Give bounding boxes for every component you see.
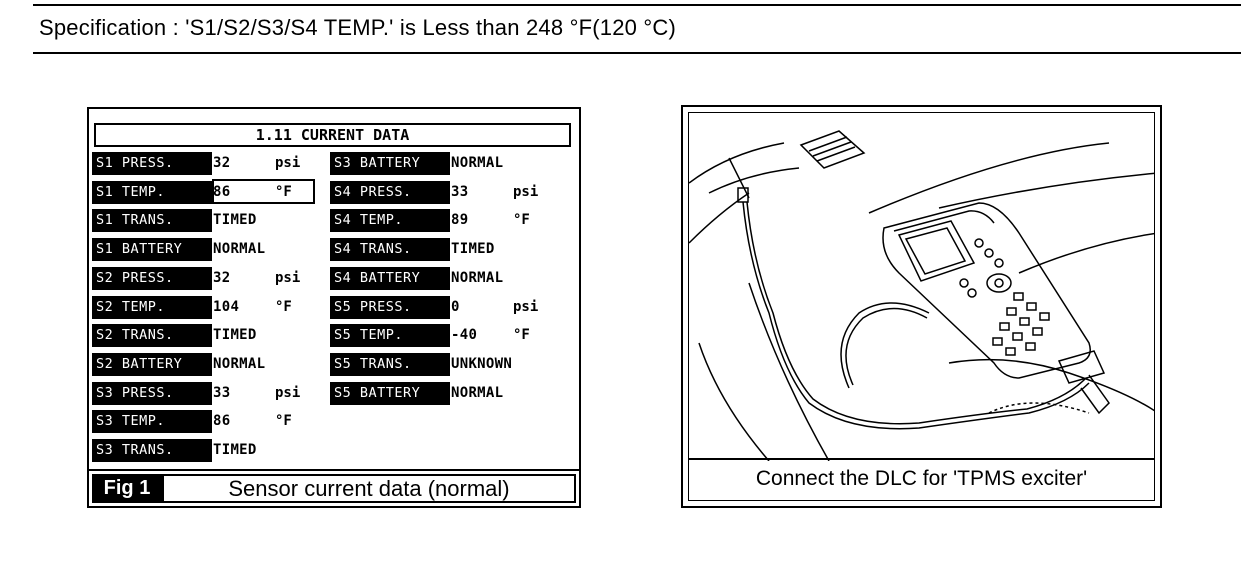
sensor-data-unit: °F xyxy=(513,212,530,229)
sensor-data-value: NORMAL xyxy=(451,155,504,171)
sensor-data-value: 33 xyxy=(213,384,231,401)
sensor-data-label: S2 TRANS. xyxy=(92,324,212,348)
sensor-data-label: S1 BATTERY xyxy=(92,238,212,262)
sensor-data-label: S1 TEMP. xyxy=(92,180,212,204)
sensor-data-label: S5 BATTERY xyxy=(330,381,450,405)
sensor-data-value: UNKNOWN xyxy=(451,355,513,372)
sensor-data-label: S1 PRESS. xyxy=(92,152,212,175)
sensor-data-unit: psi xyxy=(513,298,539,315)
sensor-data-label: S4 BATTERY xyxy=(330,266,450,290)
sensor-data-value: TIMED xyxy=(213,442,257,458)
sensor-data-value: 32 xyxy=(213,155,231,171)
sensor-data-unit: °F xyxy=(275,413,292,430)
sensor-data-label: S3 TRANS. xyxy=(92,439,212,462)
figure-tag: Fig 1 xyxy=(92,474,162,503)
sensor-data-label: S5 PRESS. xyxy=(330,295,450,319)
sensor-data-label: S2 BATTERY xyxy=(92,352,212,376)
sensor-data-unit: psi xyxy=(275,269,301,286)
sensor-data-label: S5 TEMP. xyxy=(330,324,450,348)
sensor-data-unit: psi xyxy=(275,384,301,401)
sensor-data-label: S3 TEMP. xyxy=(92,410,212,434)
sensor-data-value: TIMED xyxy=(213,212,257,229)
sensor-data-unit: °F xyxy=(275,298,292,315)
sensor-data-unit: psi xyxy=(513,183,539,200)
sensor-data-label: S4 TEMP. xyxy=(330,209,450,233)
sensor-data-label: S3 PRESS. xyxy=(92,381,212,405)
sensor-data-unit: psi xyxy=(275,155,301,171)
sensor-data-value: -40 xyxy=(451,327,478,344)
screen-title: 1.11 CURRENT DATA xyxy=(94,123,571,147)
sensor-data-value: TIMED xyxy=(451,241,495,258)
sensor-data-unit: °F xyxy=(275,183,292,200)
figure-1-caption-text: Sensor current data (normal) xyxy=(162,474,576,503)
sensor-data-value: 86 xyxy=(213,183,231,200)
figure-2-dlc-connection: Connect the DLC for 'TPMS exciter' xyxy=(681,105,1162,508)
sensor-data-value: TIMED xyxy=(213,327,257,344)
sensor-data-value: 33 xyxy=(451,183,469,200)
sensor-data-label: S5 TRANS. xyxy=(330,352,450,376)
figure-2-caption: Connect the DLC for 'TPMS exciter' xyxy=(689,458,1154,500)
sensor-data-value: 86 xyxy=(213,413,231,430)
sensor-data-value: 32 xyxy=(213,269,231,286)
sensor-data-label: S1 TRANS. xyxy=(92,209,212,233)
sensor-data-value: 0 xyxy=(451,298,460,315)
s1-temp-highlight-box xyxy=(212,179,315,204)
sensor-data-value: 104 xyxy=(213,298,240,315)
scan-tool-dlc-illustration xyxy=(689,130,1154,461)
sensor-data-value: NORMAL xyxy=(213,241,266,258)
sensor-data-value: NORMAL xyxy=(451,384,504,401)
sensor-data-label: S4 TRANS. xyxy=(330,238,450,262)
specification-bar: Specification : 'S1/S2/S3/S4 TEMP.' is L… xyxy=(33,4,1241,54)
specification-text: Specification : 'S1/S2/S3/S4 TEMP.' is L… xyxy=(39,15,676,40)
sensor-data-value: 89 xyxy=(451,212,469,229)
sensor-data-unit: °F xyxy=(513,327,530,344)
figure-1-caption: Fig 1 Sensor current data (normal) xyxy=(89,469,579,506)
sensor-data-value: NORMAL xyxy=(213,355,266,372)
sensor-data-label: S3 BATTERY xyxy=(330,152,450,175)
sensor-data-label: S2 PRESS. xyxy=(92,266,212,290)
figure-2-illustration-frame: Connect the DLC for 'TPMS exciter' xyxy=(688,112,1155,501)
sensor-data-label: S2 TEMP. xyxy=(92,295,212,319)
sensor-data-value: NORMAL xyxy=(451,269,504,286)
sensor-data-label: S4 PRESS. xyxy=(330,180,450,204)
